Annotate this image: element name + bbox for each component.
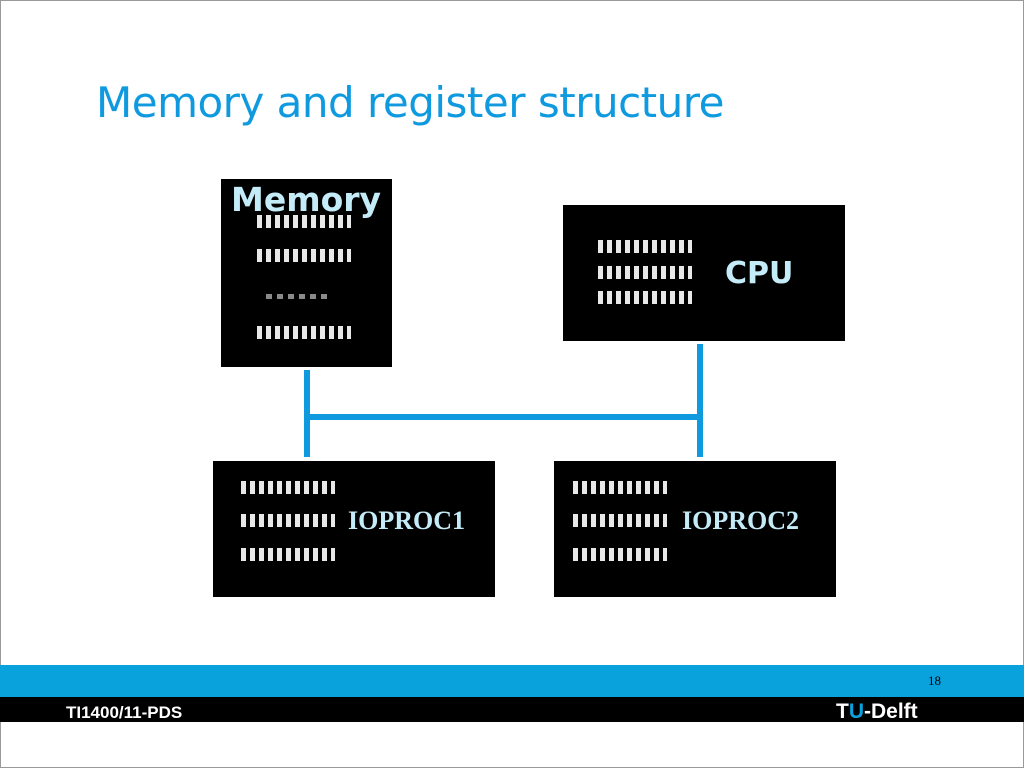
memory-register <box>257 215 351 228</box>
system-bus <box>304 414 703 420</box>
logo-t: T <box>836 700 849 723</box>
cpu-label: CPU <box>725 256 794 291</box>
slide-title: Memory and register structure <box>96 78 724 127</box>
page-number: 18 <box>928 673 941 688</box>
ioproc2-register <box>573 548 667 561</box>
logo-u: U <box>848 700 864 723</box>
ioproc1-box: IOPROC1 <box>213 461 495 597</box>
footer-blue-bar <box>0 665 1024 697</box>
memory-register <box>257 326 351 339</box>
logo-delft: -Delft <box>864 700 918 723</box>
cpu-bus-wire <box>697 344 703 457</box>
ioproc2-box: IOPROC2 <box>554 461 836 597</box>
ioproc2-label: IOPROC2 <box>682 506 799 535</box>
cpu-register <box>598 291 692 304</box>
memory-box: Memory <box>221 179 392 367</box>
ioproc1-register <box>241 514 335 527</box>
ioproc2-register <box>573 514 667 527</box>
ioproc1-label: IOPROC1 <box>348 506 465 535</box>
memory-bus-wire <box>304 370 310 457</box>
tu-delft-logo: TU-Delft <box>836 700 918 724</box>
footer-black-bar <box>0 697 1024 722</box>
ioproc1-register <box>241 548 335 561</box>
cpu-box: CPU <box>563 205 845 341</box>
ioproc2-register <box>573 481 667 494</box>
cpu-register <box>598 266 692 279</box>
memory-register <box>257 249 351 262</box>
memory-label: Memory <box>231 180 382 219</box>
memory-ellipsis <box>266 294 328 299</box>
ioproc1-register <box>241 481 335 494</box>
cpu-register <box>598 240 692 253</box>
course-code: TI1400/11-PDS <box>66 703 183 722</box>
